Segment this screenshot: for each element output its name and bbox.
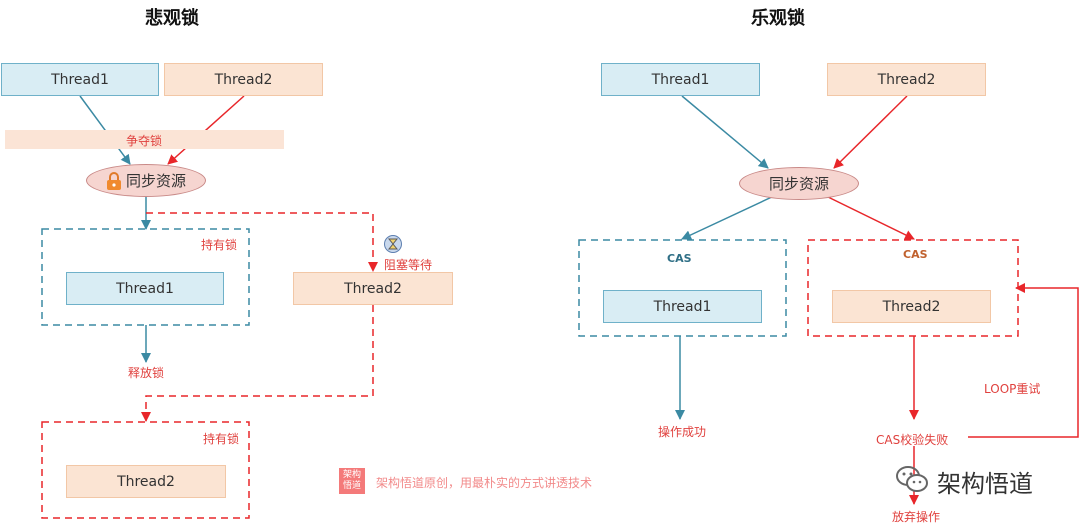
r-cas-thread2-node: Thread2 bbox=[832, 290, 991, 323]
contend-lock-label: 争夺锁 bbox=[126, 134, 163, 148]
sync-resource-node: 同步资源 bbox=[86, 164, 206, 197]
operation-success-label: 操作成功 bbox=[658, 425, 707, 439]
r-thread2-node: Thread2 bbox=[827, 63, 986, 96]
r-cas-thread1-node: Thread1 bbox=[603, 290, 762, 323]
watermark-slogan: 架构悟道原创，用最朴实的方式讲透技术 bbox=[376, 476, 593, 490]
arrow-blocked-to-holder2 bbox=[141, 305, 374, 422]
hold-lock-label-2: 持有锁 bbox=[203, 432, 240, 446]
cas-label-1: CAS bbox=[667, 252, 692, 265]
holder-box-1 bbox=[41, 228, 250, 326]
hold-lock-label-1: 持有锁 bbox=[201, 238, 238, 252]
optimistic-lock-title: 乐观锁 bbox=[751, 8, 805, 29]
sync-resource-label: 同步资源 bbox=[125, 172, 186, 190]
arrow-r-thread2-to-resource bbox=[833, 95, 908, 169]
arrow-resource-to-blocked bbox=[146, 212, 378, 272]
arrow-r-resource-to-cas1 bbox=[681, 195, 775, 240]
cas-label-2: CAS bbox=[903, 248, 928, 261]
arrow-r-thread1-to-resource bbox=[681, 95, 769, 169]
brand-watermark: 架构悟道 bbox=[937, 470, 1033, 498]
cas-box-1 bbox=[578, 239, 787, 337]
abandon-operation-label: 放弃操作 bbox=[892, 510, 941, 524]
lock-icon bbox=[106, 171, 122, 190]
loop-retry-label: LOOP重试 bbox=[984, 382, 1041, 396]
blocked-thread2-node: Thread2 bbox=[293, 272, 453, 305]
release-lock-label: 释放锁 bbox=[128, 366, 165, 380]
pessimistic-lock-title: 悲观锁 bbox=[145, 8, 199, 29]
contend-band bbox=[5, 130, 284, 149]
arrow-r-loop-retry bbox=[968, 283, 1079, 438]
holder-thread2-node: Thread2 bbox=[66, 465, 226, 498]
blocked-wait-label: 阻塞等待 bbox=[384, 258, 433, 272]
thread2-node: Thread2 bbox=[164, 63, 323, 96]
r-thread1-node: Thread1 bbox=[601, 63, 760, 96]
wechat-icon bbox=[895, 464, 929, 494]
r-sync-resource-node: 同步资源 bbox=[739, 167, 859, 200]
arrow-r-resource-to-cas2 bbox=[825, 195, 915, 240]
holder-thread1-node: Thread1 bbox=[66, 272, 224, 305]
thread1-node: Thread1 bbox=[1, 63, 159, 96]
cas-fail-label: CAS校验失败 bbox=[876, 433, 949, 447]
stamp-logo: 架构悟道 bbox=[339, 468, 365, 494]
hourglass-icon bbox=[384, 235, 402, 253]
holder-box-2 bbox=[41, 421, 250, 519]
